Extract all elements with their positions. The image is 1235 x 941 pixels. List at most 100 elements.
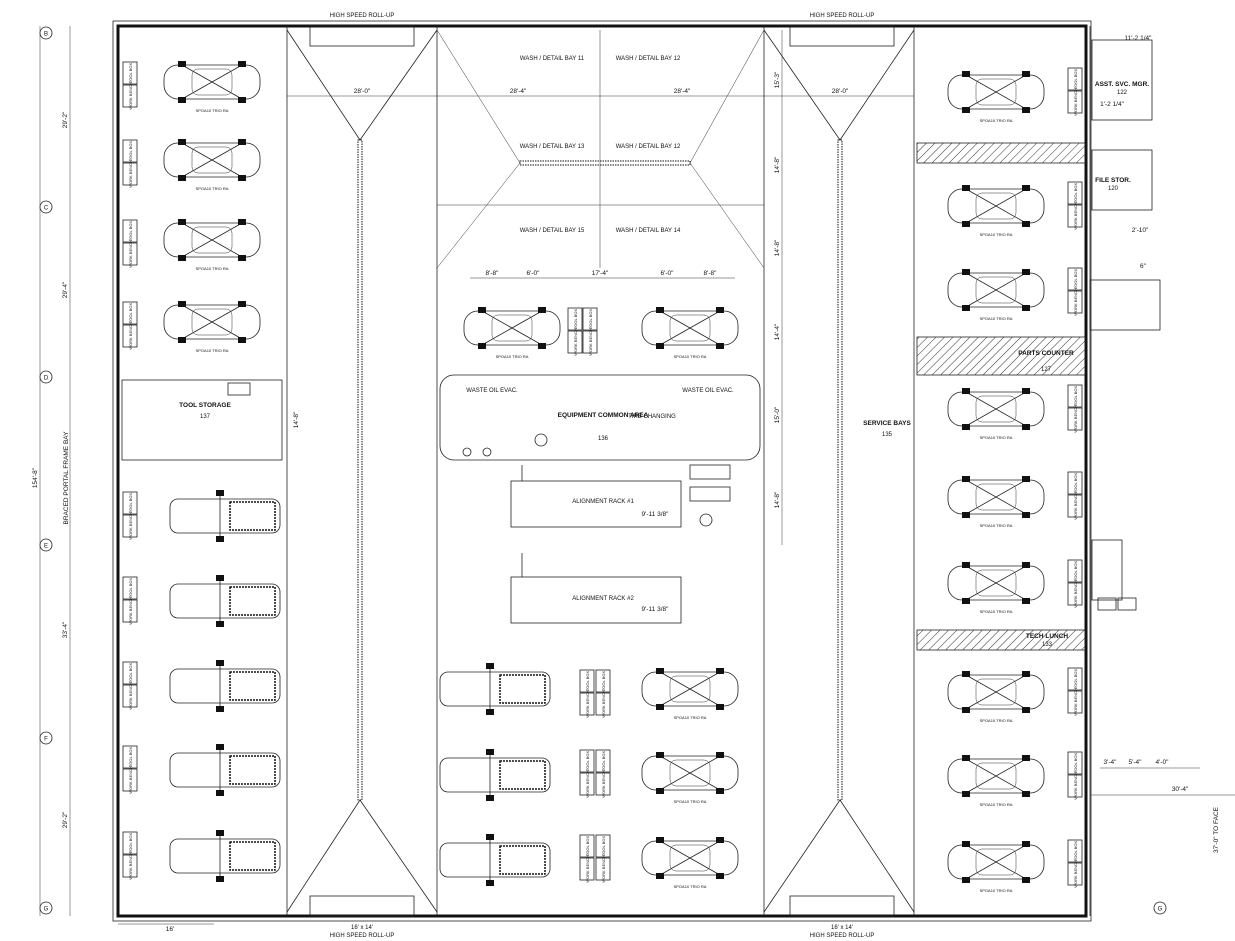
dim-mid-a: 8'-8" <box>486 270 500 277</box>
station-label: WORK BENCH <box>1073 772 1078 800</box>
station-label: TOOL BOX <box>128 578 133 599</box>
lift-label: SPOA10 TRIO RA <box>980 232 1013 237</box>
car-on-lift: SPOA10 TRIO RA <box>947 562 1045 614</box>
station-label: TOOL BOX <box>128 747 133 768</box>
dim-center-2: 14'-8" <box>774 156 781 173</box>
door-bottom-right-size: 16' x 14' <box>831 925 853 931</box>
alignment-racks: ALIGNMENT RACK #1 ALIGNMENT RACK #2 9'-1… <box>510 464 731 624</box>
car-on-lift: SPOA10 TRIO RA <box>163 219 261 271</box>
truck-on-lift <box>439 834 551 886</box>
station-label: TOOL BOX <box>128 141 133 162</box>
grid-bubble-label: C <box>44 205 49 211</box>
drive-aisle-right <box>763 29 915 913</box>
station-label: TOOL BOX <box>1073 753 1078 774</box>
parts-counter-number: 127 <box>1041 367 1052 373</box>
station-label: WORK BENCH <box>1073 860 1078 888</box>
dim-right-f: 1'-2 1/4" <box>1100 101 1124 108</box>
station-label: WORK BENCH <box>128 852 133 880</box>
dim-right-h: 5'-4" <box>1129 759 1143 766</box>
dim-right-a: 30'-4" <box>1172 786 1189 793</box>
grid-bubble: C <box>39 200 53 214</box>
dim-bay-4: 28'-0" <box>832 88 849 95</box>
car-on-lift: SPOA10 TRIO RA <box>463 307 561 359</box>
lift-label: SPOA10 TRIO RA <box>196 108 229 113</box>
dim-overall-left: 154'-8" <box>32 467 39 488</box>
tool-storage-number: 137 <box>200 414 211 420</box>
station-label: WORK BENCH <box>1073 202 1078 230</box>
braced-frame-label: BRACED PORTAL FRAME BAY <box>63 431 70 525</box>
grid-bubble-label: G <box>1158 906 1163 912</box>
station-label: WORK BENCH <box>601 690 606 718</box>
bay-dividers <box>286 26 915 916</box>
door-top-left-label: HIGH SPEED ROLL-UP <box>330 13 395 19</box>
mid-dimensions: 8'-8" 6'-0" 17'-4" 6'-0" 8'-8" <box>470 270 735 279</box>
station-label: WORK BENCH <box>128 82 133 110</box>
car-on-lift: SPOA10 TRIO RA <box>163 301 261 353</box>
tool-storage-label: TOOL STORAGE <box>179 402 231 409</box>
exterior-walls <box>112 20 1092 922</box>
station-label: TOOL BOX <box>1073 183 1078 204</box>
station-label: TOOL BOX <box>585 751 590 772</box>
dim-mid-d: 6'-0" <box>661 270 675 277</box>
station-label: WORK BENCH <box>1073 88 1078 116</box>
bay-width-dimensions: 28'-0" 28'-4" 28'-4" 28'-0" <box>287 88 914 97</box>
grid-bubble: G <box>39 901 53 915</box>
station-label: TOOL BOX <box>128 833 133 854</box>
center-dimensions: 15'-3" 14'-8" 14'-8" 14'-4" 15'-0" 14'-8… <box>774 30 783 545</box>
grid-bubble: G <box>1153 901 1167 915</box>
tech-lunch-number: 133 <box>1042 642 1053 648</box>
grid-bubble-label: F <box>44 736 48 742</box>
dim-left-4: 29'-2" <box>62 811 69 828</box>
door-bottom-left-size: 16' x 14' <box>351 925 373 931</box>
station-label: TOOL BOX <box>1073 841 1078 862</box>
dim-right-g: 3'-4" <box>1104 759 1118 766</box>
station-label: TOOL BOX <box>601 751 606 772</box>
station-label: WORK BENCH <box>128 160 133 188</box>
tool-storage-room: TOOL STORAGE 137 14'-8" <box>121 379 300 461</box>
truck-on-lift <box>169 490 281 542</box>
station-label: WORK BENCH <box>128 512 133 540</box>
grid-bubble-label: B <box>44 31 48 37</box>
lift-label: SPOA10 TRIO RA <box>980 888 1013 893</box>
dim-mid-b: 6'-0" <box>527 270 541 277</box>
door-top-right-label: HIGH SPEED ROLL-UP <box>810 13 875 19</box>
truck-on-lift <box>439 663 551 715</box>
dim-right-e: 11'-2 1/4" <box>1125 35 1153 42</box>
truck-on-lift <box>439 749 551 801</box>
lift-label: SPOA10 TRIO RA <box>674 884 707 889</box>
grid-bubble: F <box>39 731 53 745</box>
bottom-dimensions: 16' <box>118 923 214 933</box>
station-label: TOOL BOX <box>1073 269 1078 290</box>
station-label: WORK BENCH <box>588 328 593 356</box>
station-label: WORK BENCH <box>1073 580 1078 608</box>
equipment-common-number: 136 <box>598 436 609 442</box>
truck-on-lift <box>169 660 281 712</box>
grid-bubble: B <box>39 26 53 40</box>
station-label: WORK BENCH <box>128 597 133 625</box>
tech-lunch-label: TECH LUNCH <box>1026 633 1069 640</box>
waste-oil-right: WASTE OIL EVAC. <box>682 388 734 394</box>
service-bays-name: SERVICE BAYS <box>863 420 911 427</box>
lift-label: SPOA10 TRIO RA <box>196 348 229 353</box>
truck-on-lift <box>169 575 281 627</box>
station-label: TOOL BOX <box>601 671 606 692</box>
station-label: TOOL BOX <box>1073 561 1078 582</box>
car-on-lift: SPOA10 TRIO RA <box>163 139 261 191</box>
door-bottom-left-type: HIGH SPEED ROLL-UP <box>330 933 395 939</box>
dim-center-3: 14'-8" <box>774 239 781 256</box>
service-bays-number: 135 <box>882 432 893 438</box>
lift-label: SPOA10 TRIO RA <box>980 523 1013 528</box>
drive-aisle-left <box>286 29 438 913</box>
